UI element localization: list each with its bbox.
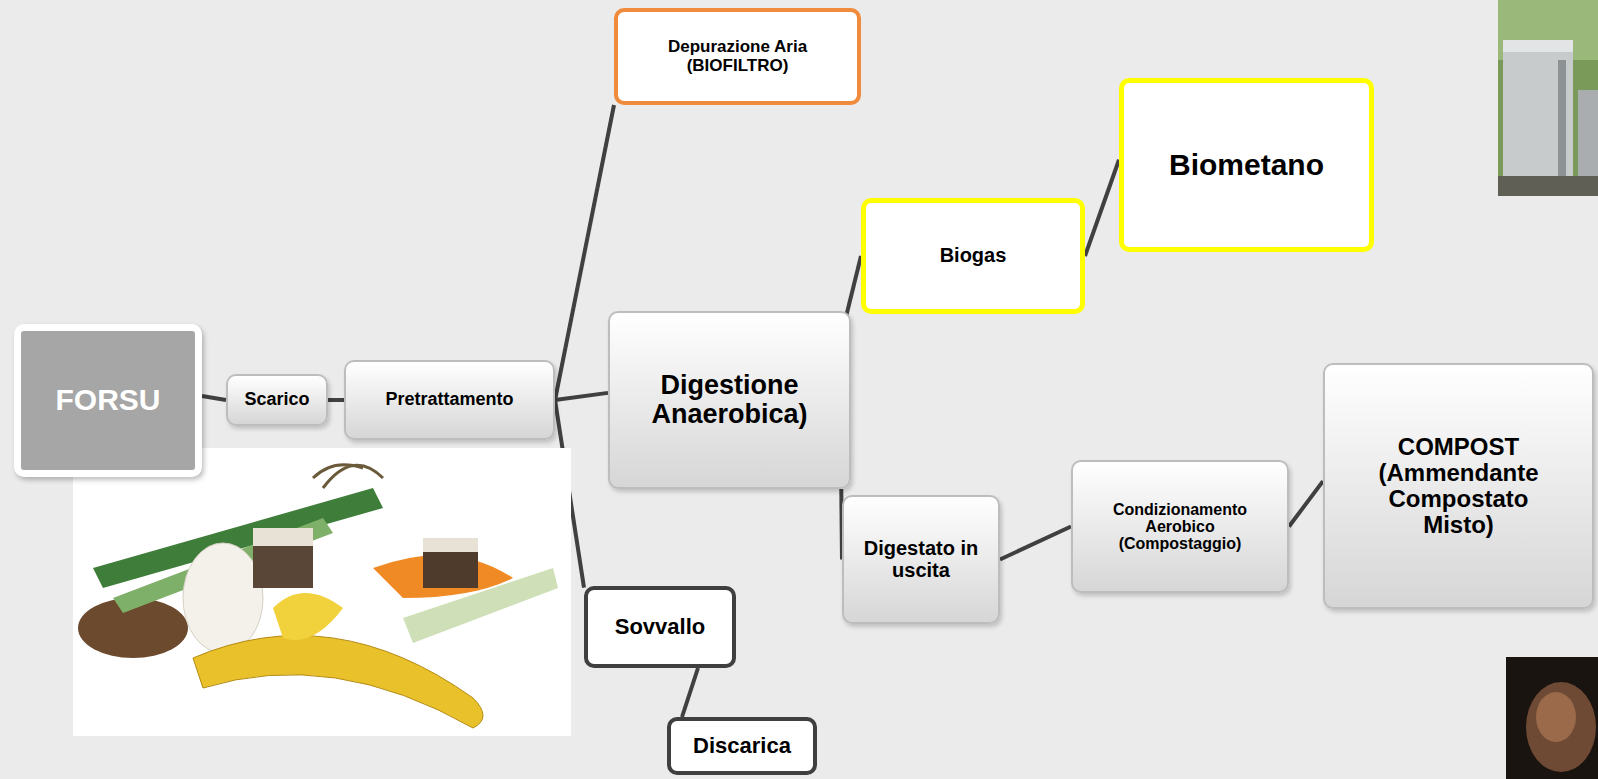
- connector-line: [1289, 481, 1323, 526]
- process-box: Pretrattamento: [344, 360, 555, 440]
- node-label: Depurazione Aria (BIOFILTRO): [655, 38, 820, 75]
- product-box: Biometano: [1119, 78, 1374, 252]
- node-label: Discarica: [693, 734, 791, 758]
- connector-line: [328, 398, 344, 402]
- node-label: Biometano: [1169, 149, 1324, 181]
- process-box: Scarico: [226, 374, 328, 426]
- connector-line: [846, 256, 861, 316]
- node-label: Digestione Anaerobica): [635, 371, 825, 429]
- node-label: Digestato in uscita: [861, 538, 981, 581]
- biogas-box: Biogas: [861, 198, 1085, 314]
- node-label: Pretrattamento: [385, 390, 513, 409]
- node-label: Scarico: [244, 390, 309, 409]
- disposal-box: Discarica: [667, 717, 817, 775]
- node-label: Condizionamento Aerobico (Compostaggio): [1100, 501, 1260, 553]
- node-label: FORSU: [56, 384, 161, 416]
- connector-line: [555, 105, 614, 400]
- compost-photo: [1506, 657, 1598, 779]
- node-label: Sovvallo: [615, 615, 705, 639]
- process-box: Condizionamento Aerobico (Compostaggio): [1071, 460, 1289, 593]
- process-box: Digestato in uscita: [842, 495, 1000, 624]
- connector-line: [555, 393, 608, 400]
- process-box: Digestione Anaerobica): [608, 311, 851, 489]
- connector-line: [682, 668, 698, 717]
- node-label: COMPOST (Ammendante Compostato Misto): [1369, 434, 1549, 538]
- connector-line: [1085, 160, 1119, 256]
- connector-line: [1000, 527, 1071, 560]
- product-box: COMPOST (Ammendante Compostato Misto): [1323, 363, 1594, 609]
- node-label: Biogas: [940, 245, 1007, 267]
- food-waste-picture: [73, 448, 571, 736]
- residue-box: Sovvallo: [584, 586, 736, 668]
- air-treatment-box: Depurazione Aria (BIOFILTRO): [614, 8, 861, 105]
- connector-line: [202, 396, 226, 400]
- forsu-box: FORSU: [14, 324, 202, 477]
- plant-photo: [1498, 0, 1598, 196]
